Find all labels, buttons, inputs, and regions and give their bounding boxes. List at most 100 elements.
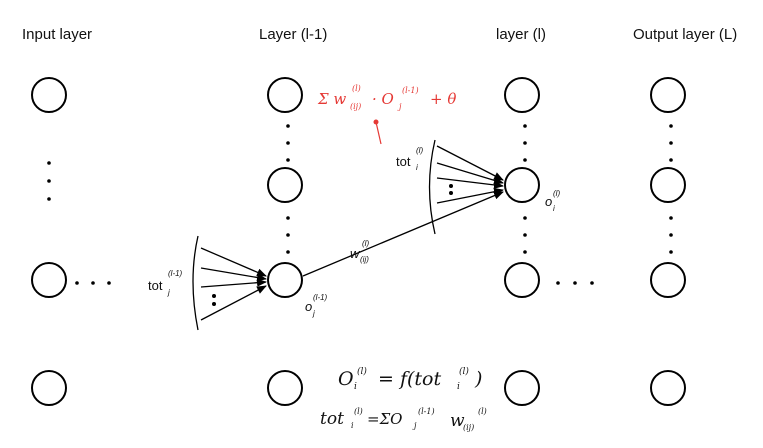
ellipsis-dot: [523, 124, 527, 128]
incoming-arrow: [200, 285, 267, 321]
svg-text:tot: tot: [148, 278, 163, 293]
svg-text:i: i: [416, 163, 418, 172]
svg-text:(l): (l): [553, 189, 560, 198]
svg-text:(l-1): (l-1): [402, 86, 419, 95]
header-input-layer: Input layer: [22, 26, 92, 43]
svg-text:(l): (l): [459, 366, 469, 377]
svg-text:(l): (l): [416, 146, 423, 155]
header-layer-l-minus-1: Layer (l-1): [259, 26, 327, 43]
ellipsis-dot: [669, 158, 673, 162]
svg-text:o: o: [305, 299, 312, 314]
svg-text:+ θ: + θ: [430, 90, 456, 108]
svg-text:j: j: [167, 288, 170, 297]
svg-text:(l-1): (l-1): [418, 407, 435, 416]
node-prev-j: [267, 262, 303, 298]
svg-text:j: j: [412, 421, 417, 430]
header-layer-l: layer (l): [496, 26, 546, 43]
svg-text:i: i: [351, 421, 354, 430]
svg-text:(l-1): (l-1): [168, 269, 183, 278]
ellipsis-dot: [91, 281, 95, 285]
ellipsis-dot: [286, 233, 290, 237]
incoming-arrow: [436, 187, 504, 204]
incoming-arrow: [200, 267, 267, 282]
svg-text:j: j: [397, 102, 402, 111]
annotation-pointer: [375, 121, 382, 145]
ellipsis-dot: [107, 281, 111, 285]
svg-text:): ): [474, 368, 482, 390]
svg-text:(l): (l): [478, 407, 487, 416]
o-j-label: o j (l-1): [305, 293, 328, 318]
svg-text:= f(tot: = f(tot: [378, 368, 441, 390]
annotation-pointer-dot: [373, 119, 379, 125]
svg-text:(ij): (ij): [463, 423, 474, 432]
weighted-sum-annotation: Σ w (l) (ij) · O j (l-1) + θ: [317, 84, 456, 111]
ellipsis-dot: [669, 124, 673, 128]
ellipsis-dot: [523, 250, 527, 254]
ellipsis-dot: [286, 158, 290, 162]
incoming-arrow: [436, 162, 504, 185]
svg-text:j: j: [312, 309, 315, 318]
ellipsis-dot: [286, 141, 290, 145]
ellipsis-dot: [47, 179, 51, 183]
output-formula: O i (l) = f(tot i (l) ): [338, 366, 482, 392]
svg-text:o: o: [545, 194, 552, 209]
weight-connection-arrow: [302, 191, 504, 277]
ellipsis-dot: [669, 216, 673, 220]
incoming-arrow: [200, 278, 267, 288]
svg-text:tot: tot: [320, 409, 344, 429]
tot-i-label: tot i (l): [396, 146, 423, 172]
ellipsis-dot: [212, 294, 216, 298]
svg-text:tot: tot: [396, 154, 411, 169]
ellipsis-dot: [286, 216, 290, 220]
ellipsis-dot: [590, 281, 594, 285]
node-input-1: [31, 77, 67, 113]
node-prev-1: [267, 77, 303, 113]
incoming-arrow: [200, 247, 267, 277]
ellipsis-dot: [286, 124, 290, 128]
node-out-1: [650, 77, 686, 113]
incoming-arrow: [436, 145, 504, 181]
incoming-bracket-left: [192, 235, 199, 331]
svg-text:(ij): (ij): [360, 255, 369, 264]
node-prev-last: [267, 370, 303, 406]
svg-text:(l): (l): [354, 407, 363, 416]
svg-text:(l): (l): [362, 239, 369, 248]
node-prev-2: [267, 167, 303, 203]
svg-text:(l): (l): [352, 84, 361, 93]
tot-j-label: tot j (l-1): [148, 269, 183, 297]
svg-text:=ΣO: =ΣO: [367, 410, 402, 428]
svg-text:(ij): (ij): [350, 102, 361, 111]
svg-text:O: O: [338, 368, 354, 390]
ellipsis-dot: [47, 161, 51, 165]
svg-text:i: i: [553, 204, 555, 213]
ellipsis-dot: [212, 302, 216, 306]
svg-text:i: i: [354, 382, 357, 392]
net-input-formula: tot i (l) =ΣO j (l-1) w (ij) (l): [320, 407, 487, 432]
svg-text:(l-1): (l-1): [313, 293, 328, 302]
node-out-3: [650, 262, 686, 298]
ellipsis-dot: [47, 197, 51, 201]
o-i-label: o i (l): [545, 189, 560, 213]
ellipsis-dot: [523, 216, 527, 220]
svg-text:w: w: [350, 246, 361, 261]
svg-text:(l): (l): [357, 366, 367, 377]
node-cur-1: [504, 77, 540, 113]
svg-text:i: i: [457, 382, 460, 392]
ellipsis-dot: [523, 158, 527, 162]
svg-text:w: w: [450, 411, 465, 431]
ellipsis-dot: [523, 233, 527, 237]
ellipsis-dot: [75, 281, 79, 285]
ellipsis-dot: [286, 250, 290, 254]
node-out-last: [650, 370, 686, 406]
svg-text:Σ w: Σ w: [317, 90, 346, 108]
ellipsis-dot: [556, 281, 560, 285]
weight-label: w (ij) (l): [350, 239, 369, 264]
ellipsis-dot: [523, 141, 527, 145]
svg-text:· O: · O: [372, 90, 394, 108]
ellipsis-dot: [573, 281, 577, 285]
incoming-arrow: [436, 177, 504, 189]
header-output-layer: Output layer (L): [633, 26, 737, 43]
incoming-bracket-right: [428, 139, 436, 235]
